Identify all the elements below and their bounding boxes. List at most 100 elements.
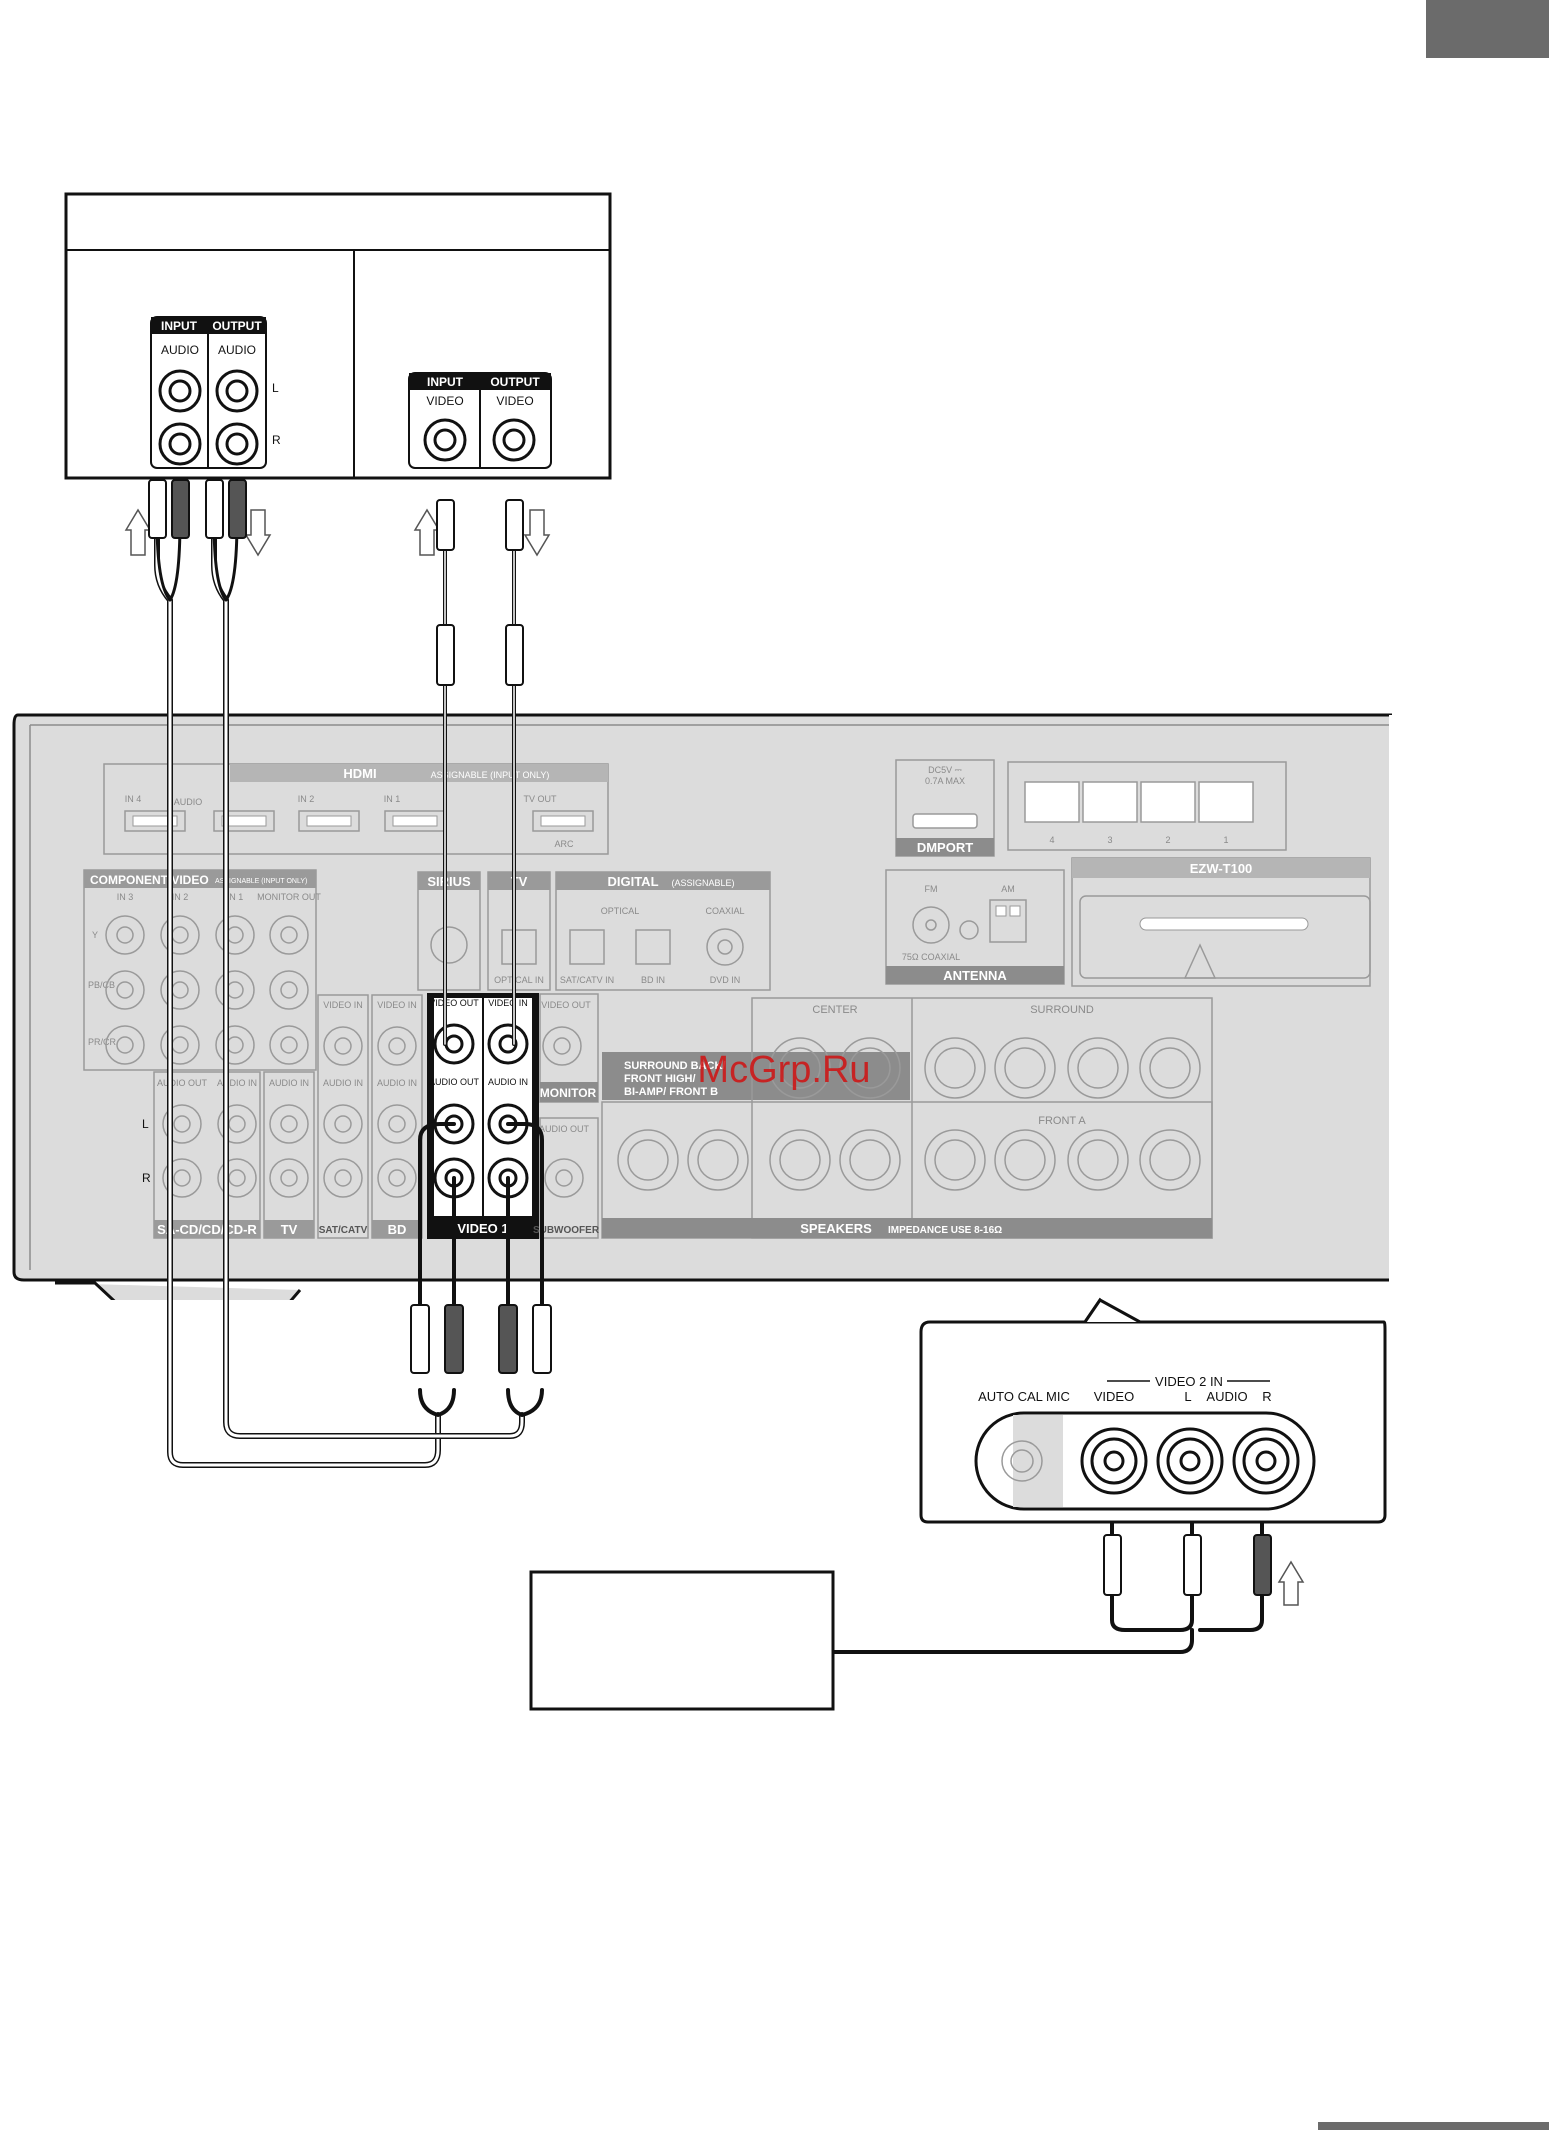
video-jack[interactable] bbox=[377, 1026, 417, 1066]
video2-audio-l-jack[interactable] bbox=[1156, 1427, 1224, 1495]
am-antenna-terminal[interactable] bbox=[989, 899, 1027, 943]
audio-jack[interactable] bbox=[217, 1104, 257, 1144]
audio-jack[interactable] bbox=[162, 1158, 202, 1198]
component-col-label: IN 3 bbox=[117, 892, 134, 902]
hdmi-port-label: TV OUT bbox=[524, 794, 558, 804]
auto-cal-mic-label: AUTO CAL MIC bbox=[978, 1389, 1070, 1404]
jack-video-out[interactable] bbox=[492, 418, 536, 462]
hdmi-port[interactable] bbox=[124, 810, 186, 832]
coaxial-jack[interactable] bbox=[706, 928, 744, 966]
video-input-tag: INPUT bbox=[427, 375, 464, 389]
hdmi-port[interactable] bbox=[298, 810, 360, 832]
speaker-terminal[interactable] bbox=[924, 1129, 986, 1191]
monitor-jack[interactable] bbox=[542, 1026, 582, 1066]
audio-jack[interactable] bbox=[217, 1158, 257, 1198]
subwoofer-jack[interactable] bbox=[544, 1158, 584, 1198]
speaker-terminal[interactable] bbox=[994, 1037, 1056, 1099]
speaker-terminal[interactable] bbox=[1067, 1037, 1129, 1099]
audio-jack[interactable] bbox=[377, 1158, 417, 1198]
component-jack[interactable] bbox=[160, 970, 200, 1010]
speaker-terminal[interactable] bbox=[617, 1129, 679, 1191]
jack-audio-in-r[interactable] bbox=[158, 422, 202, 466]
video1-jack[interactable] bbox=[433, 1023, 475, 1065]
video1-video-out-label: VIDEO OUT bbox=[429, 998, 479, 1008]
lan-port[interactable] bbox=[1024, 781, 1080, 823]
auto-cal-mic-jack[interactable] bbox=[1001, 1440, 1043, 1482]
component-jack[interactable] bbox=[269, 915, 309, 955]
audio-jack[interactable] bbox=[323, 1158, 363, 1198]
antenna-section: FM AM 75Ω COAXIAL ANTENNA bbox=[885, 869, 1065, 985]
jack-video-in[interactable] bbox=[423, 418, 467, 462]
hdmi-port-label: IN 2 bbox=[298, 794, 315, 804]
dmport-section: DC5V ⎓ 0.7A MAX DMPORT bbox=[895, 759, 995, 857]
audio-jack[interactable] bbox=[269, 1158, 309, 1198]
bd-audio-in-label: AUDIO IN bbox=[377, 1078, 417, 1088]
signal-arrows-top bbox=[124, 508, 551, 557]
ezw-label: EZW-T100 bbox=[1190, 861, 1253, 876]
sat-video-in-label: VIDEO IN bbox=[323, 1000, 363, 1010]
digital-title: DIGITAL bbox=[607, 874, 658, 889]
video-jack[interactable] bbox=[323, 1026, 363, 1066]
jack-audio-out-l[interactable] bbox=[215, 369, 259, 413]
sacd-audio-out-label: AUDIO OUT bbox=[157, 1078, 208, 1088]
speaker-terminal[interactable] bbox=[1067, 1129, 1129, 1191]
speaker-terminal[interactable] bbox=[687, 1129, 749, 1191]
speakers-surround-back: SURROUND BACK/ bbox=[624, 1060, 725, 1072]
lan-port[interactable] bbox=[1198, 781, 1254, 823]
sacd-audio-in-label: AUDIO IN bbox=[217, 1078, 257, 1088]
audio-jack[interactable] bbox=[162, 1104, 202, 1144]
ground-terminal[interactable] bbox=[959, 920, 979, 940]
hdmi-port[interactable] bbox=[213, 810, 275, 832]
component-jack[interactable] bbox=[269, 1025, 309, 1065]
signal-arrow-front bbox=[1277, 1560, 1305, 1606]
hdmi-port[interactable] bbox=[532, 810, 594, 832]
dmport-connector[interactable] bbox=[912, 813, 978, 829]
ezw-slot-section: EZW-T100 bbox=[1071, 857, 1371, 987]
fm-antenna-jack[interactable] bbox=[912, 906, 950, 944]
video-input-label: VIDEO bbox=[426, 394, 463, 408]
component-jack[interactable] bbox=[105, 915, 145, 955]
sirius-jack[interactable] bbox=[430, 926, 468, 964]
optical-jack[interactable] bbox=[635, 929, 671, 965]
lan-port[interactable] bbox=[1140, 781, 1196, 823]
component-jack[interactable] bbox=[160, 915, 200, 955]
ezw-slot[interactable] bbox=[1139, 917, 1309, 931]
component-jack[interactable] bbox=[215, 1025, 255, 1065]
component-jack[interactable] bbox=[105, 970, 145, 1010]
optical-jack[interactable] bbox=[569, 929, 605, 965]
speaker-terminal[interactable] bbox=[994, 1129, 1056, 1191]
antenna-coax-label: 75Ω COAXIAL bbox=[902, 952, 960, 962]
component-jack[interactable] bbox=[269, 970, 309, 1010]
speaker-terminal[interactable] bbox=[1139, 1129, 1201, 1191]
speaker-terminal[interactable] bbox=[769, 1037, 831, 1099]
video2-l-label: L bbox=[1184, 1389, 1191, 1404]
audio-jack[interactable] bbox=[377, 1104, 417, 1144]
speaker-terminal[interactable] bbox=[839, 1129, 901, 1191]
video2-audio-r-jack[interactable] bbox=[1232, 1427, 1300, 1495]
speakers-center: CENTER bbox=[812, 1004, 857, 1016]
component-jack[interactable] bbox=[160, 1025, 200, 1065]
optical-jack[interactable] bbox=[501, 929, 537, 965]
audio-jack[interactable] bbox=[269, 1104, 309, 1144]
tv-label: TV bbox=[281, 1222, 298, 1237]
speaker-terminal[interactable] bbox=[924, 1037, 986, 1099]
hdmi-title: HDMI bbox=[343, 766, 376, 781]
audio-jack[interactable] bbox=[323, 1104, 363, 1144]
digital-optical-label: OPTICAL bbox=[601, 906, 640, 916]
dmport-spec: DC5V ⎓ bbox=[928, 765, 962, 775]
video1-jack[interactable] bbox=[487, 1023, 529, 1065]
video2-video-jack[interactable] bbox=[1080, 1427, 1148, 1495]
speaker-terminal[interactable] bbox=[769, 1129, 831, 1191]
component-jack[interactable] bbox=[215, 970, 255, 1010]
component-jack[interactable] bbox=[105, 1025, 145, 1065]
speaker-terminal[interactable] bbox=[1139, 1037, 1201, 1099]
speaker-terminal[interactable] bbox=[839, 1037, 901, 1099]
side-label-r: R bbox=[142, 1171, 151, 1185]
component-jack[interactable] bbox=[215, 915, 255, 955]
sacd-label: SA-CD/CD/CD-R bbox=[157, 1222, 257, 1237]
external-device-box bbox=[529, 1570, 835, 1711]
jack-audio-out-r[interactable] bbox=[215, 422, 259, 466]
speakers-section: SURROUND BACK/ FRONT HIGH/ BI-AMP/ FRONT… bbox=[601, 997, 1213, 1239]
lan-port[interactable] bbox=[1082, 781, 1138, 823]
jack-audio-in-l[interactable] bbox=[158, 369, 202, 413]
